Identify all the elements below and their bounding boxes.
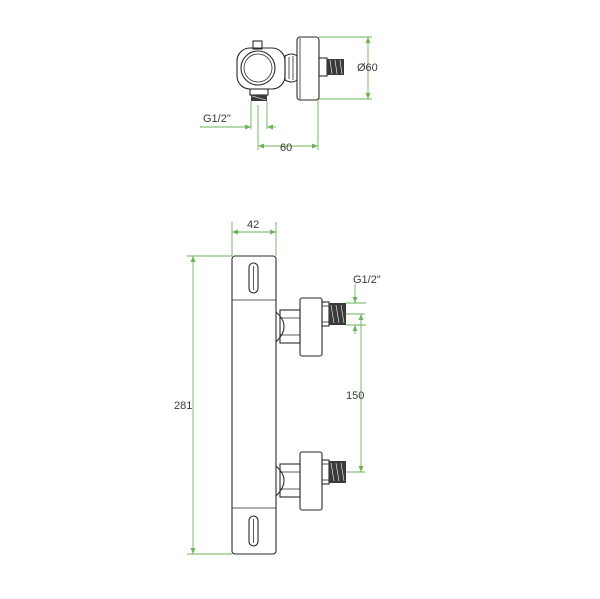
valve-body-top: [236, 40, 286, 101]
spacing-label: 150: [346, 390, 364, 402]
thread-label-top: G1/2": [203, 113, 231, 125]
diameter-label: Ø60: [357, 62, 378, 74]
diameter-dimension: Ø60: [319, 36, 378, 100]
top-slot: [248, 262, 259, 294]
upper-connector: [275, 297, 346, 357]
width-label: 42: [247, 219, 259, 231]
wall-flange-top: [296, 36, 320, 101]
thermostat-body: [231, 255, 277, 555]
height-dimension: 281: [174, 255, 232, 555]
bottom-thread: [251, 95, 267, 101]
front-view: 42 281 G1/2" 150: [174, 219, 381, 555]
upper-thread: [329, 303, 346, 325]
thread-dimension-front: G1/2": [346, 274, 381, 334]
lower-connector: [275, 451, 346, 511]
connector-nut-top: [284, 53, 298, 83]
width-dimension: 42: [231, 219, 277, 256]
thread-label-front: G1/2": [353, 274, 381, 286]
depth-label: 60: [280, 142, 292, 154]
depth-dimension: 60: [257, 100, 319, 154]
thread-dimension-top: G1/2": [200, 101, 276, 130]
height-label: 281: [174, 400, 192, 412]
top-view: Ø60 G1/2" 60: [200, 36, 378, 154]
bottom-slot: [248, 515, 259, 547]
lower-thread: [329, 461, 346, 483]
outlet-thread-top: [318, 57, 344, 77]
spacing-dimension: 150: [346, 313, 365, 473]
